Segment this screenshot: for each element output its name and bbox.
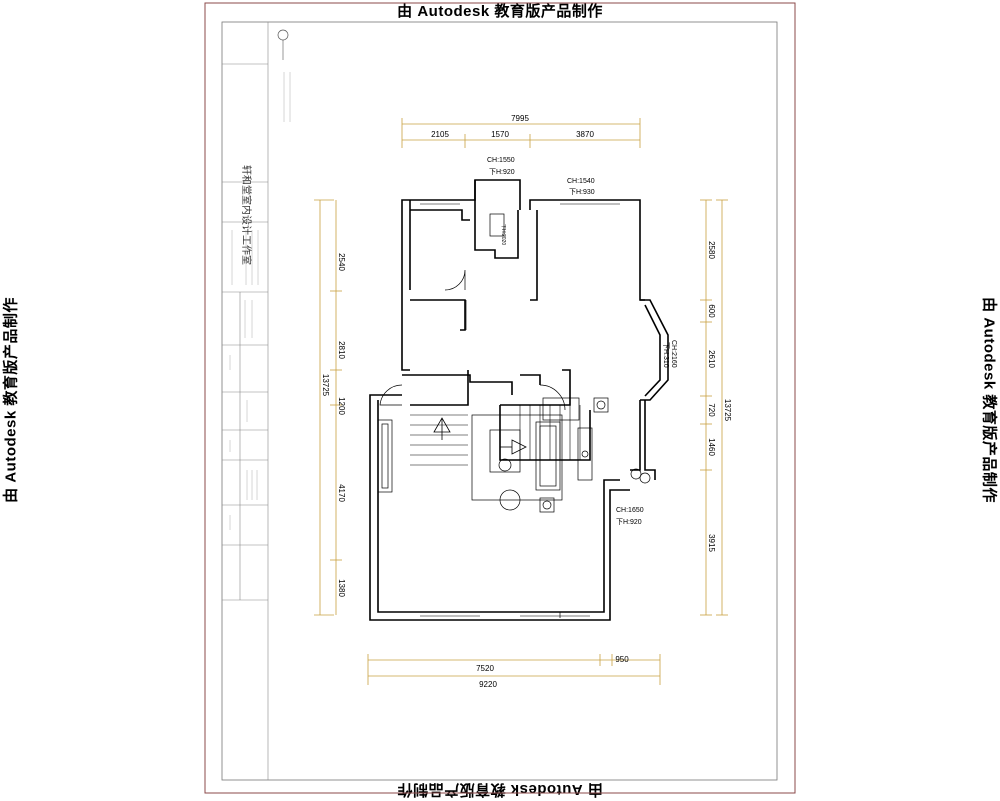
dim-top-total: 7995 (511, 114, 529, 123)
dim-right-total: 13725 (723, 399, 732, 422)
title-block (222, 22, 268, 780)
dim-right-seg-5: 1460 (707, 438, 716, 456)
ceiling-height-1: CH:1550 (487, 157, 515, 164)
dim-top-seg-1: 2105 (431, 130, 449, 139)
ceiling-height-4: CH:1650 (616, 507, 644, 514)
dim-right-seg-2: 600 (707, 304, 716, 318)
dim-left-total: 13725 (321, 374, 330, 397)
dim-left-seg-3: 1200 (337, 397, 346, 415)
dim-right-seg-4: 720 (707, 403, 716, 417)
drawing-frame (205, 3, 795, 793)
dim-top-seg-2: 1570 (491, 130, 509, 139)
dimension-lines (314, 118, 728, 685)
stair-arrow-right-icon (512, 440, 526, 454)
lower-height-3: 下H:310 (662, 342, 670, 368)
dim-bottom-total: 9220 (479, 680, 497, 689)
ceiling-height-3: CH:2160 (670, 340, 677, 368)
walls (370, 180, 668, 620)
lower-height-1: 下H:920 (489, 168, 515, 176)
dim-bottom-seg-2: 950 (615, 655, 629, 664)
dim-left-seg-5: 1380 (337, 579, 346, 597)
studio-name: 轩和堂室内设计工作室 (240, 165, 253, 265)
title-block-fine-text (230, 72, 290, 530)
dim-left-seg-4: 4170 (337, 484, 346, 502)
dim-top-seg-3: 3870 (576, 130, 594, 139)
dim-bottom-seg-1: 7520 (476, 664, 494, 673)
stair-right (520, 405, 580, 460)
dim-right-seg-3: 2610 (707, 350, 716, 368)
dim-right-seg-1: 2580 (707, 241, 716, 259)
lower-height-2: 下H:930 (569, 188, 595, 196)
dim-left-seg-2: 2810 (337, 341, 346, 359)
ceiling-height-2: CH:1540 (567, 178, 595, 185)
lower-height-4: 下H:920 (616, 518, 642, 526)
dim-left-seg-1: 2540 (337, 253, 346, 271)
dim-right-seg-6: 3915 (707, 534, 716, 552)
north-symbol-icon (278, 30, 288, 40)
small-annotation: 下H:2020 (500, 224, 506, 245)
